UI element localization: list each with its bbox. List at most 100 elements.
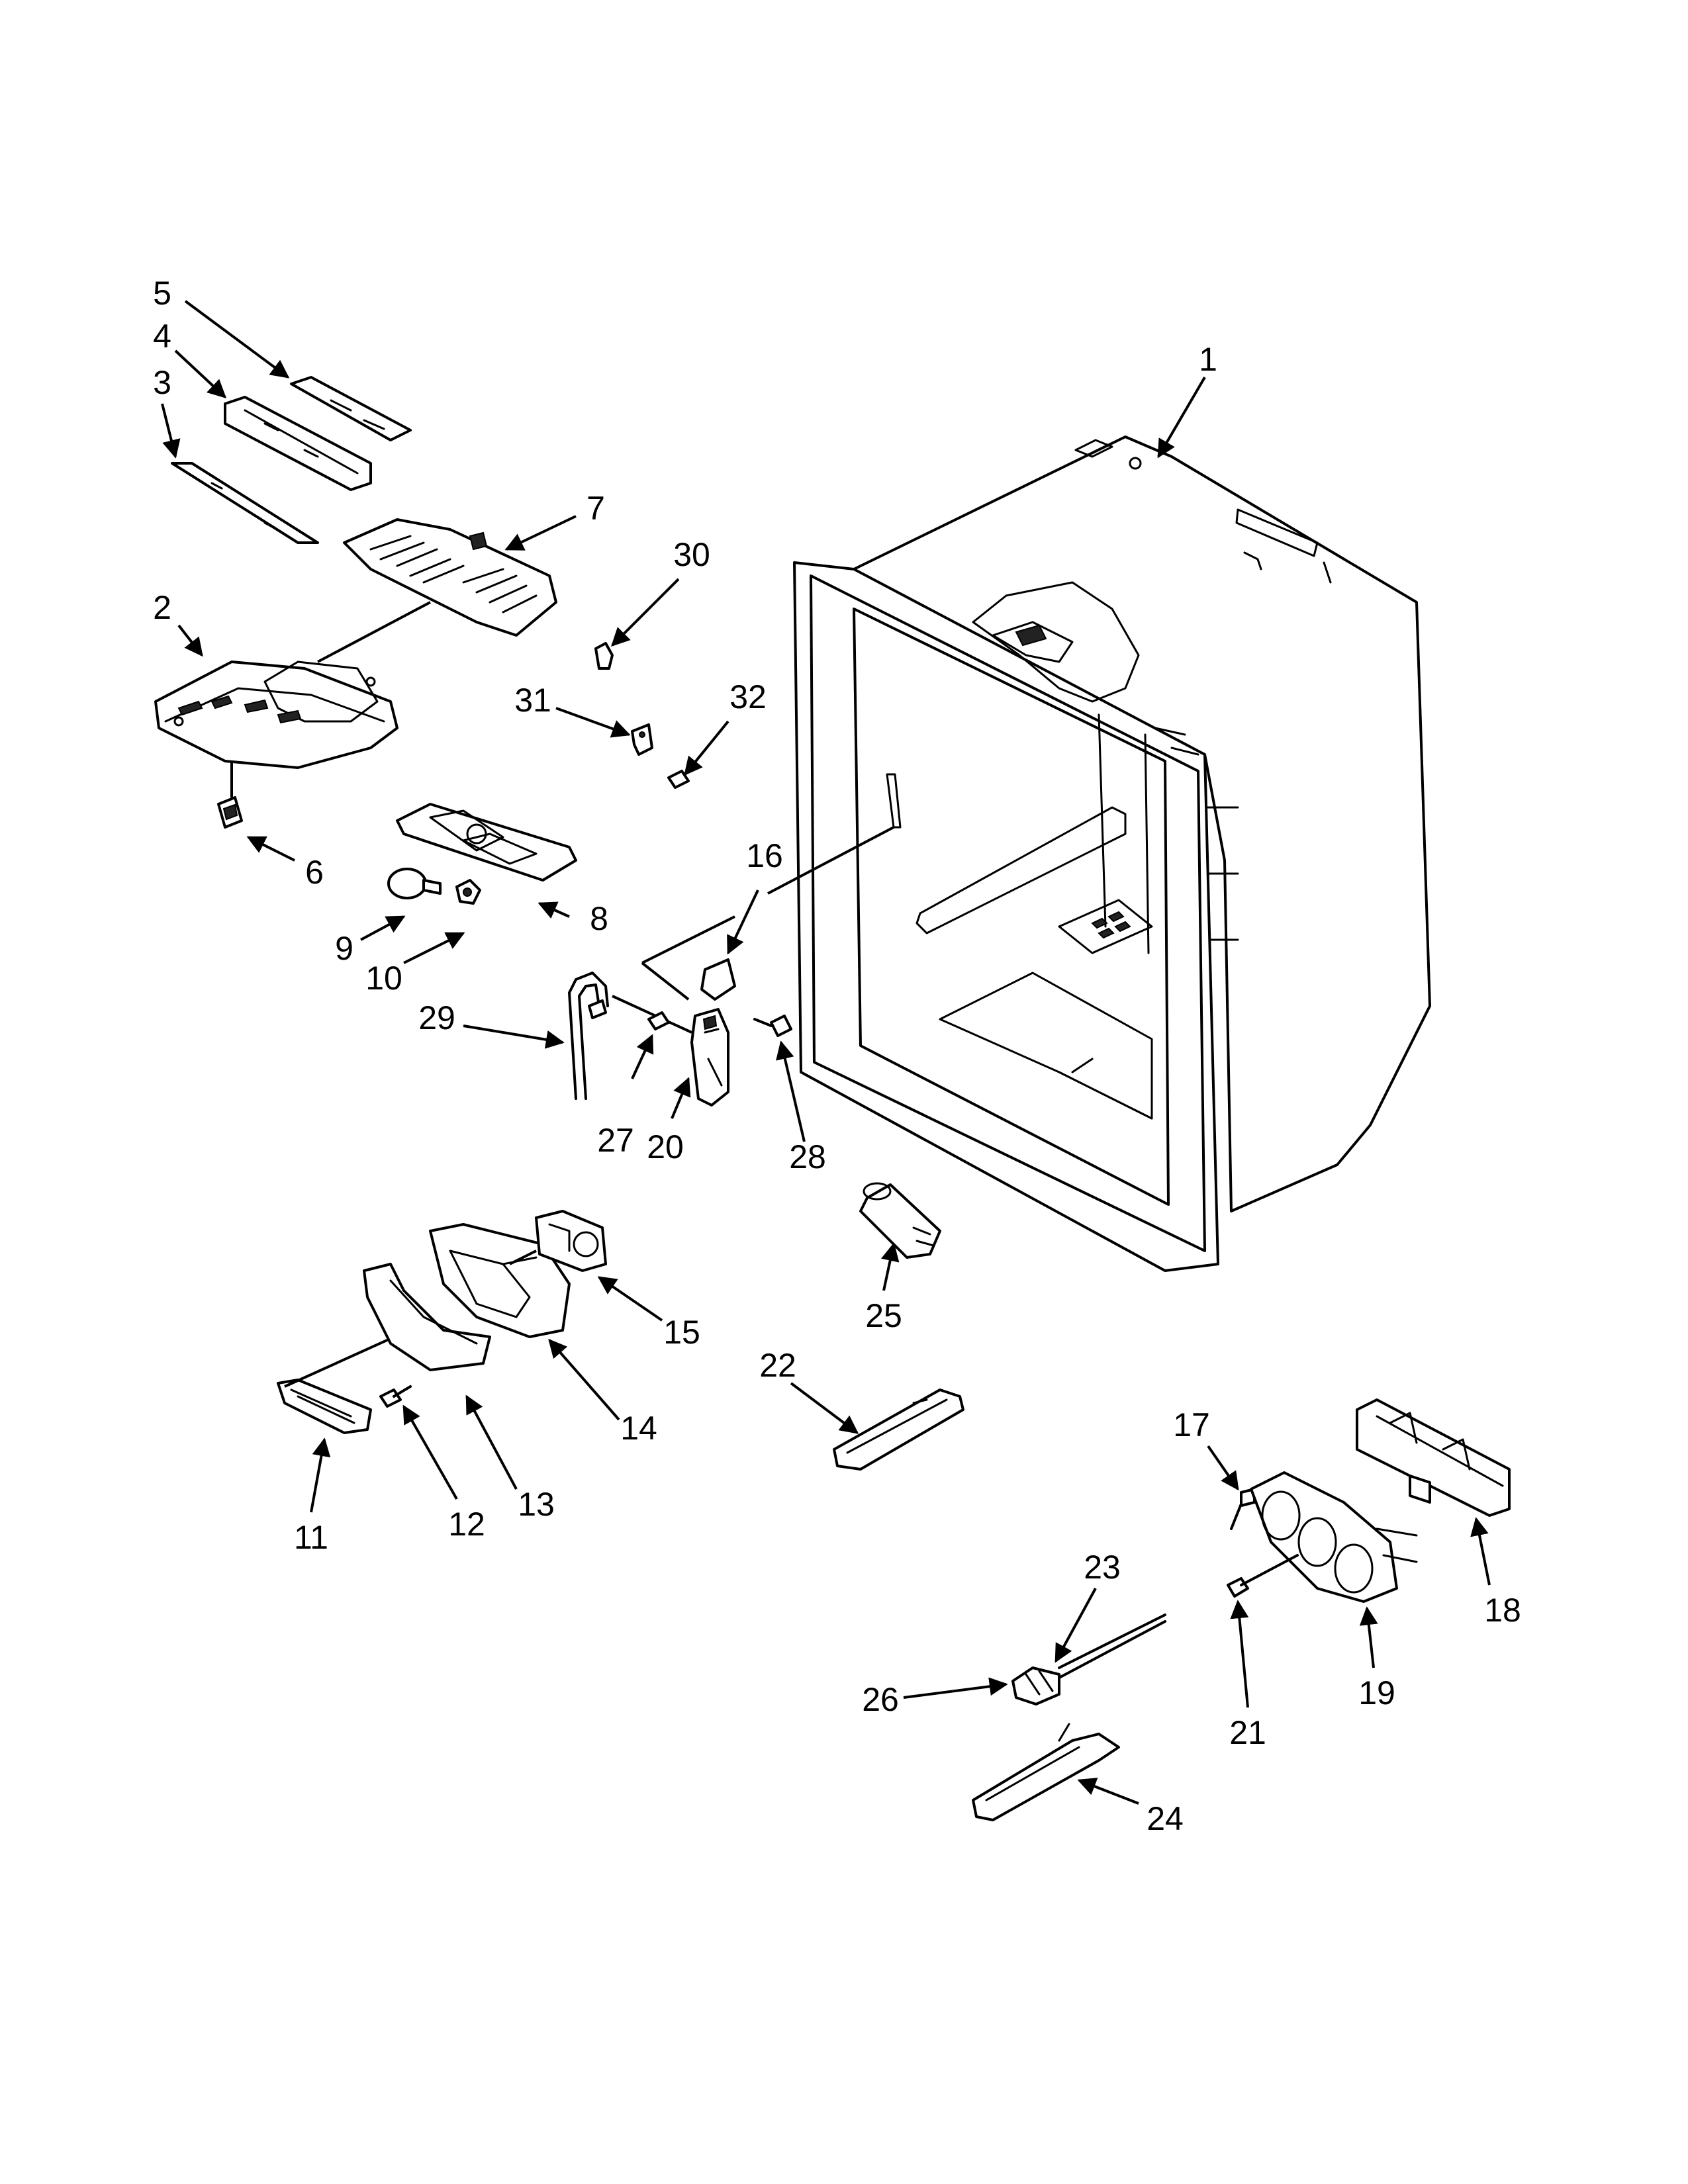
connector-line-liner-mount (767, 826, 894, 895)
callout-21: 21 (1229, 1714, 1266, 1751)
callout-labels: 1 2 3 4 5 6 7 8 9 10 11 12 13 14 15 16 1… (153, 275, 1521, 1837)
part-11-lever-trim[interactable] (277, 1379, 372, 1434)
part-5-control-cover[interactable] (290, 376, 412, 441)
callout-29: 29 (418, 999, 455, 1036)
part-29-water-tube[interactable] (568, 972, 609, 1100)
leader-lines (161, 300, 1491, 1805)
leader-28 (776, 1040, 806, 1142)
callout-22: 22 (759, 1347, 796, 1384)
part-30-wire-clip[interactable] (594, 642, 614, 670)
part-9-light-bulb[interactable] (387, 868, 442, 899)
part-27-clip[interactable] (647, 1011, 670, 1030)
part-21-screw[interactable] (1227, 1554, 1299, 1598)
part-23-wire-harness[interactable] (1058, 1614, 1166, 1679)
leader-1 (1157, 376, 1206, 459)
callout-31: 31 (514, 682, 551, 719)
callout-19: 19 (1358, 1674, 1395, 1711)
callout-9: 9 (335, 930, 353, 967)
part-10-light-socket[interactable] (455, 879, 481, 905)
part-20-dispenser-funnel[interactable] (690, 1008, 729, 1107)
connector-line-29-20 (612, 995, 692, 1034)
leader-6 (246, 836, 295, 862)
part-1-liner[interactable] (793, 435, 1431, 1272)
callout-3: 3 (153, 364, 171, 401)
leader-5 (184, 300, 290, 379)
part-3-control-strip[interactable] (171, 462, 319, 544)
leader-22 (790, 1382, 859, 1434)
callout-8: 8 (590, 900, 608, 937)
callout-7: 7 (586, 490, 605, 527)
callout-1: 1 (1199, 341, 1217, 378)
part-4-control-bracket[interactable] (224, 396, 372, 491)
leader-21 (1230, 1600, 1249, 1708)
leader-2 (177, 624, 203, 657)
part-26-thermistor[interactable] (1011, 1666, 1060, 1706)
leader-7 (504, 515, 577, 551)
part-28-screw[interactable] (753, 1015, 792, 1037)
connector-line-2-7 (317, 601, 431, 663)
part-24-drawer-slide-rail[interactable] (972, 1723, 1120, 1821)
part-25-water-filter[interactable] (859, 1182, 941, 1259)
callout-11: 11 (294, 1519, 328, 1556)
part-6-switch[interactable] (217, 796, 243, 829)
leader-32 (684, 720, 729, 776)
leader-31 (555, 707, 631, 738)
part-16-water-flap[interactable] (700, 958, 736, 1001)
callout-12: 12 (448, 1506, 485, 1543)
callout-28: 28 (789, 1138, 826, 1175)
callout-32: 32 (729, 678, 767, 715)
leader-26 (903, 1677, 1008, 1699)
leader-17 (1207, 1445, 1239, 1491)
leader-9 (360, 915, 406, 941)
connector-line-16-frame (641, 962, 690, 1001)
leader-11 (310, 1437, 331, 1513)
leader-15 (597, 1276, 663, 1322)
leader-3 (161, 403, 181, 459)
part-17-bracket-screw[interactable] (1230, 1488, 1256, 1530)
callout-20: 20 (647, 1128, 684, 1165)
callout-5: 5 (153, 275, 171, 312)
callout-17: 17 (1173, 1406, 1210, 1443)
part-22-drawer-guide[interactable] (833, 1388, 964, 1471)
callout-30: 30 (673, 536, 710, 573)
leader-14 (548, 1338, 620, 1421)
leader-23 (1055, 1588, 1097, 1663)
part-7-air-diffuser[interactable] (343, 518, 557, 637)
callout-16: 16 (746, 837, 783, 874)
leader-30 (611, 578, 680, 647)
leader-24 (1077, 1778, 1139, 1805)
callout-15: 15 (663, 1314, 700, 1351)
callout-4: 4 (153, 318, 171, 355)
callout-6: 6 (305, 854, 324, 891)
callout-27: 27 (597, 1122, 634, 1159)
callout-18: 18 (1484, 1592, 1521, 1629)
callout-23: 23 (1084, 1549, 1121, 1586)
leader-20 (671, 1077, 691, 1119)
part-13-dispenser-lever[interactable] (363, 1263, 491, 1371)
leader-4 (174, 349, 227, 398)
leader-8 (538, 901, 570, 919)
part-18-drawer-rail-bracket[interactable] (1356, 1398, 1511, 1517)
connector-line-15-14 (509, 1250, 537, 1265)
part-12-screw[interactable] (379, 1385, 412, 1408)
leader-19 (1359, 1606, 1378, 1668)
callout-26: 26 (862, 1681, 899, 1718)
part-19-drawer-slide-assembly[interactable] (1250, 1471, 1418, 1603)
connector-line-16-liner (641, 915, 735, 964)
part-2-control-housing[interactable] (154, 660, 399, 769)
callout-25: 25 (865, 1297, 902, 1334)
part-32-clip[interactable] (667, 770, 690, 789)
callout-13: 13 (518, 1486, 555, 1523)
callout-24: 24 (1147, 1800, 1184, 1837)
callout-10: 10 (365, 960, 402, 997)
callout-2: 2 (153, 589, 171, 626)
leader-18 (1470, 1517, 1491, 1586)
part-8-light-housing[interactable] (396, 803, 577, 882)
leader-25 (881, 1242, 900, 1291)
leader-27 (631, 1034, 654, 1079)
part-15-water-valve[interactable] (535, 1210, 607, 1272)
leader-10 (403, 932, 465, 964)
leader-29 (463, 1024, 565, 1049)
part-31-bracket[interactable] (631, 723, 653, 756)
